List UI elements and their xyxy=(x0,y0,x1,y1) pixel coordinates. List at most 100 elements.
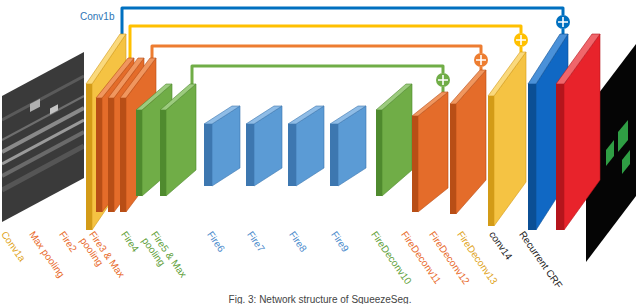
streak xyxy=(2,120,84,164)
sum-sign xyxy=(516,35,526,45)
layer-label: Fire4 xyxy=(119,229,141,254)
skip-line xyxy=(130,26,521,58)
layer-label: Fire2 xyxy=(57,229,79,254)
skip-line xyxy=(562,29,565,34)
block-front-face xyxy=(556,84,564,230)
block-front-face xyxy=(450,104,456,214)
layer-label: Fire5 & Max pooling xyxy=(140,229,190,287)
layer-block: Recurrent CRF xyxy=(556,34,600,230)
layer-block: Fire7 xyxy=(246,106,282,186)
sum-sign xyxy=(438,75,448,85)
block-front-face xyxy=(330,124,338,186)
layer-block: FireDeconv11 xyxy=(412,92,448,212)
layer-label-holder: conv14 xyxy=(487,229,515,262)
layer-label-holder: Conv1a xyxy=(0,229,28,264)
layer-label: Fire8 xyxy=(287,229,309,254)
caption-holder: Fig. 3: Network structure of SqueezeSeg. xyxy=(0,289,640,304)
streak xyxy=(2,96,84,140)
skip-connection xyxy=(130,26,528,58)
layer-block: Fire9 xyxy=(330,106,366,186)
block-front-face xyxy=(96,98,102,212)
layer-label-holder: Fire6 xyxy=(205,229,227,254)
sum-circle xyxy=(474,53,488,67)
block-top-face xyxy=(412,92,448,116)
block-front-face xyxy=(86,84,92,230)
layer-block: Fire5 & Max pooling xyxy=(160,84,196,196)
block-top-face xyxy=(204,106,240,124)
block-shape xyxy=(450,70,486,214)
block-front-face xyxy=(120,98,126,212)
input-image-ground xyxy=(2,52,84,222)
input-image-streaks xyxy=(2,76,84,190)
layer-block: Fire6 xyxy=(204,106,240,186)
block-top-face xyxy=(330,106,366,124)
layer-label: Recurrent CRF xyxy=(517,229,565,290)
block-top-face xyxy=(556,34,600,84)
layer-label-holder: Fire5 & Max pooling xyxy=(140,229,190,287)
block-top-face xyxy=(376,84,412,110)
skip-line xyxy=(192,66,443,84)
block-front-face xyxy=(488,96,494,226)
layer-label: conv14 xyxy=(487,229,515,262)
block-top-face xyxy=(488,52,526,96)
sum-circle xyxy=(514,33,528,47)
sum-sign xyxy=(558,17,568,27)
skip-line xyxy=(520,47,523,52)
block-shape xyxy=(204,106,240,186)
block-front-face xyxy=(412,116,418,212)
layer-label-holder: Fire7 xyxy=(245,229,267,254)
block-top-face xyxy=(160,84,196,110)
layer-block: Fire8 xyxy=(288,106,324,186)
streak xyxy=(30,99,40,112)
layer-label: Fire7 xyxy=(245,229,267,254)
block-top-face xyxy=(288,106,324,124)
skip-line xyxy=(152,46,481,58)
sum-circle xyxy=(436,73,450,87)
block-shape xyxy=(160,84,196,196)
block-shape xyxy=(330,106,366,186)
layer-label-holder: Fire4 xyxy=(119,229,141,254)
block-front-face xyxy=(528,84,536,230)
layer-label: Fire6 xyxy=(205,229,227,254)
output-object xyxy=(622,150,630,174)
block-shape xyxy=(488,52,526,226)
block-side-face xyxy=(564,34,600,230)
block-shape xyxy=(412,92,448,212)
layer-label-holder: Fire9 xyxy=(329,229,351,254)
skip-line xyxy=(442,87,445,92)
layer-label-holder: Fire2 xyxy=(57,229,79,254)
streak xyxy=(2,108,84,152)
figure-caption: Fig. 3: Network structure of SqueezeSeg. xyxy=(229,294,412,304)
block-side-face xyxy=(536,34,568,230)
layer-label: Fire9 xyxy=(329,229,351,254)
layer-label-holder: Recurrent CRF xyxy=(517,229,565,290)
output-object xyxy=(606,140,614,166)
block-front-face xyxy=(288,124,296,186)
block-shape xyxy=(376,84,412,196)
block-front-face xyxy=(376,110,382,196)
layer-label: Conv1a xyxy=(0,229,28,264)
sum-circle xyxy=(556,15,570,29)
streak xyxy=(2,146,84,190)
block-top-face xyxy=(246,106,282,124)
block-shape xyxy=(246,106,282,186)
block-front-face xyxy=(160,110,166,196)
block-front-face xyxy=(136,110,142,196)
layer-block: FireDeconv10 xyxy=(376,84,412,196)
skip-connection xyxy=(122,8,570,34)
block-front-face xyxy=(108,98,114,212)
layer-block: FireDeconv12 xyxy=(450,70,486,214)
streak xyxy=(50,104,58,114)
layer-block: FireDeconv13 xyxy=(488,52,526,226)
sum-sign xyxy=(476,55,486,65)
block-shape xyxy=(556,34,600,230)
layer-label-holder: Fire8 xyxy=(287,229,309,254)
block-side-face xyxy=(456,70,486,214)
block-top-face xyxy=(120,58,156,98)
block-top-face xyxy=(450,70,486,104)
skip-line xyxy=(122,8,563,34)
block-side-face xyxy=(494,52,526,226)
input-range-image xyxy=(2,52,84,222)
skip-line xyxy=(480,67,483,70)
